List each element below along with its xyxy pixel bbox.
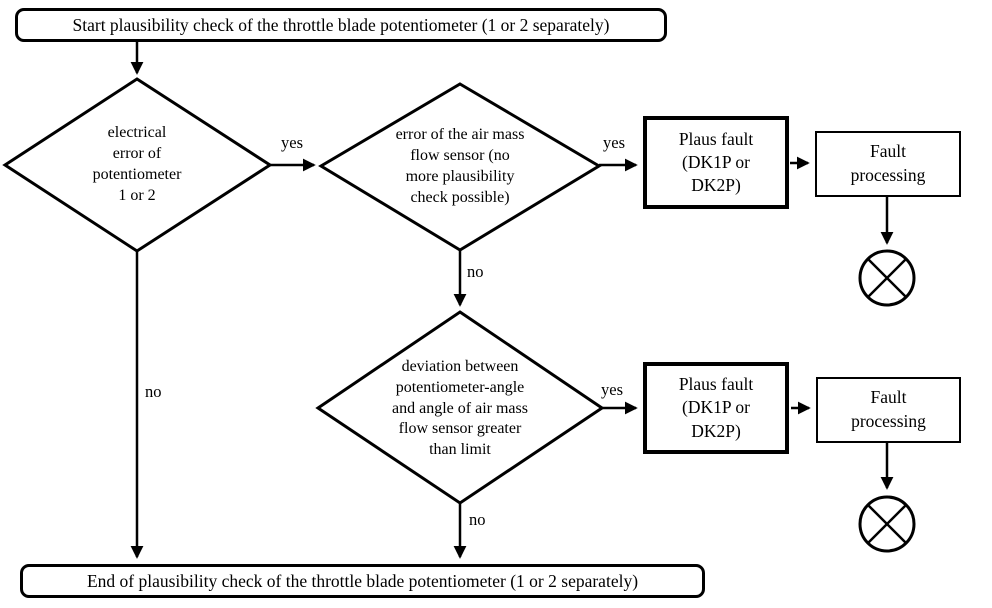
decision-diamond-angle-deviation — [315, 310, 605, 505]
plaus-fault-box-2: Plaus fault (DK1P or DK2P) — [643, 362, 789, 454]
start-node: Start plausibility check of the throttle… — [15, 8, 667, 42]
plaus-fault-box-1: Plaus fault (DK1P or DK2P) — [643, 116, 789, 209]
fault-processing-box-1-label: Fault processing — [850, 141, 926, 185]
end-node: End of plausibility check of the throttl… — [20, 564, 705, 598]
edge-label-no-decision1: no — [144, 382, 163, 401]
end-node-label: End of plausibility check of the throttl… — [86, 570, 639, 591]
start-node-label: Start plausibility check of the throttle… — [72, 14, 610, 35]
edge-label-no-decision2: no — [466, 262, 485, 281]
decision-diamond-electrical-error — [2, 77, 273, 253]
fault-processing-box-2: Fault processing — [816, 377, 961, 443]
edge-label-no-decision3: no — [468, 510, 487, 529]
plaus-fault-box-1-label: Plaus fault (DK1P or DK2P) — [678, 128, 754, 196]
terminator-crossed-circle-icon-2 — [858, 495, 916, 553]
edge-label-yes-decision3: yes — [600, 380, 624, 399]
terminator-crossed-circle-icon-1 — [858, 249, 916, 307]
decision-diamond-air-mass-flow-error — [318, 82, 602, 252]
edge-label-yes-decision2: yes — [602, 133, 626, 152]
edge-label-yes-decision1: yes — [280, 133, 304, 152]
plaus-fault-box-2-label: Plaus fault (DK1P or DK2P) — [678, 374, 754, 441]
fault-processing-box-2-label: Fault processing — [851, 387, 926, 431]
fault-processing-box-1: Fault processing — [815, 131, 961, 197]
